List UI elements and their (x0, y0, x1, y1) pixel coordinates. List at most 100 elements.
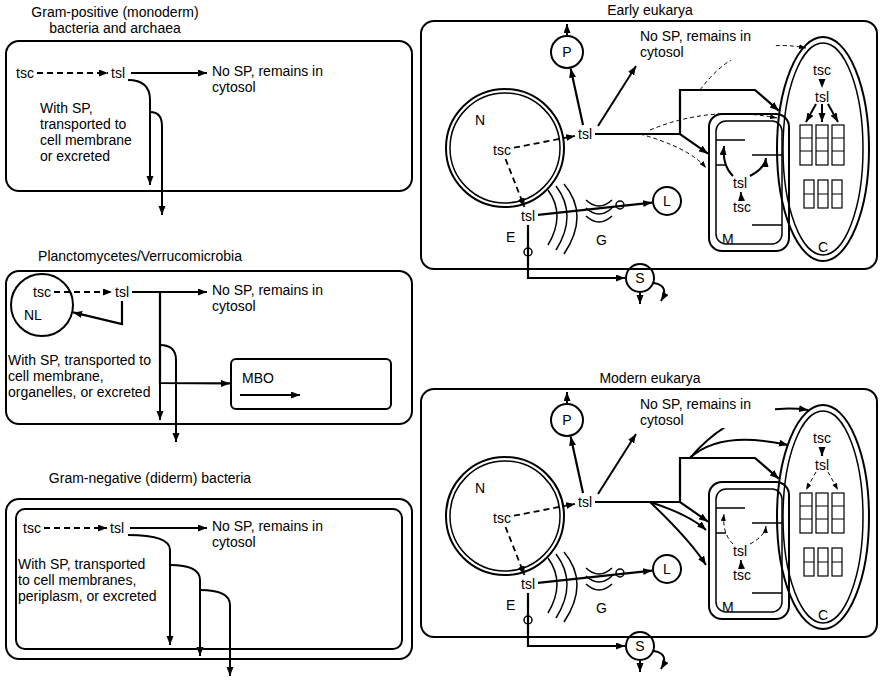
node-label: tsc (23, 520, 41, 536)
node-label: tsc (493, 142, 511, 158)
translation-site: tsl (108, 64, 128, 82)
node-label: M (722, 599, 734, 615)
nucleoid-compartment: NLtsc (10, 273, 74, 337)
transcription-site: tsc (490, 509, 514, 527)
dashed-arrow (54, 291, 112, 293)
cell-illustration (783, 43, 863, 255)
cell-illustration (716, 140, 782, 225)
dashed-arrow (37, 72, 108, 74)
flow-arrow (73, 301, 122, 324)
flow-arrow (595, 458, 779, 502)
lysosome-circle: L (652, 554, 682, 584)
dashed-arrow (506, 527, 525, 575)
shape-outline (551, 36, 583, 68)
import-arrow (724, 146, 733, 176)
panel-heading: Planctomycetes/Verrucomicrobia (15, 248, 265, 264)
translation-site: tsl (518, 575, 538, 593)
cell-illustration (564, 184, 577, 254)
dashed-arrow (740, 560, 742, 566)
node-label: tsc (813, 62, 831, 78)
node-label: tsl (111, 65, 125, 81)
flow-arrow (240, 394, 300, 396)
flow-arrow (595, 90, 779, 134)
flow-arrow (571, 69, 583, 125)
panel-heading: Gram-positive (monoderm) bacteria and ar… (10, 4, 220, 36)
flow-arrow (538, 571, 652, 583)
node-label: tsc (733, 567, 751, 583)
flow-arrow (595, 134, 708, 154)
import-arrow (724, 514, 733, 544)
node-label: S (635, 638, 644, 654)
flow-arrow (528, 593, 625, 646)
node-label: tsl (521, 208, 535, 224)
note-text: No SP, remains in cytosol (640, 396, 775, 428)
import-arrow (806, 472, 816, 490)
panel-heading: Early eukarya (570, 2, 730, 18)
shape-outline (653, 555, 681, 583)
cell-illustration (556, 186, 567, 250)
shape-outline (653, 187, 681, 215)
note-text: No SP, remains in cytosol (640, 28, 775, 60)
transcription-site: tsc (730, 566, 754, 584)
node-label: M (722, 231, 734, 247)
node-label: tsl (115, 284, 129, 300)
secretion-circle: S (625, 263, 655, 293)
flow-arrow (160, 345, 176, 442)
cell-illustration (566, 24, 568, 35)
import-arrow (806, 104, 816, 122)
note-text: With SP, transported to cell membrane or… (40, 100, 145, 164)
cell-illustration (450, 93, 560, 203)
part-letter: G (596, 232, 607, 248)
dashed-arrow (740, 192, 742, 198)
chloroplast: Ctsc tsl (776, 404, 870, 630)
node-label: C (818, 607, 828, 623)
node-label: tsl (815, 89, 829, 105)
dashed-arrow (44, 527, 107, 529)
translation-site: tsl (812, 456, 832, 474)
flow-arrow (528, 225, 625, 278)
translation-site: tsl (730, 174, 750, 192)
node-label: tsl (733, 543, 747, 559)
panel-heading: Gram-negative (diderm) bacteria (15, 470, 285, 486)
import-arrow (750, 158, 766, 176)
membrane-organelle: MBO (230, 358, 392, 410)
translation-site: tsl (575, 493, 595, 511)
node-label: tsc (733, 199, 751, 215)
note-text: No SP, remains in cytosol (212, 63, 342, 95)
node-label: tsl (110, 520, 124, 536)
lysosome-circle: L (652, 186, 682, 216)
part-letter: G (596, 600, 607, 616)
cell-illustration (716, 121, 782, 244)
shape-outline (626, 632, 654, 660)
import-arrow (650, 502, 706, 530)
shape-outline (446, 89, 564, 207)
transcription-site: tsc (30, 283, 54, 301)
node-label: tsc (16, 65, 34, 81)
shape-outline (10, 273, 74, 337)
import-arrow (650, 114, 777, 130)
shape-outline (777, 405, 869, 629)
shape-outline (11, 274, 73, 336)
cell-frame (5, 270, 413, 425)
transcription-site: tsc (730, 198, 754, 216)
note-text: No SP, remains in cytosol (212, 282, 342, 314)
note-text: With SP, transported to cell membranes, … (18, 556, 158, 604)
node-label: tsl (578, 126, 592, 142)
node-label: L (663, 561, 671, 577)
node-label: C (818, 239, 828, 255)
flow-arrow (538, 203, 652, 215)
node-label: tsc (813, 430, 831, 446)
flow-arrow (131, 72, 207, 74)
flow-arrow (170, 565, 200, 656)
dashed-arrow (506, 159, 525, 207)
node-label: tsl (733, 175, 747, 191)
shape-outline (626, 264, 654, 292)
node-label: tsl (521, 576, 535, 592)
cell-illustration (586, 200, 612, 206)
translation-site: tsl (518, 207, 538, 225)
node-label: tsl (578, 494, 592, 510)
import-arrow (828, 104, 838, 122)
panel-heading: Modern eukarya (570, 370, 730, 386)
cell-illustration (450, 392, 863, 672)
